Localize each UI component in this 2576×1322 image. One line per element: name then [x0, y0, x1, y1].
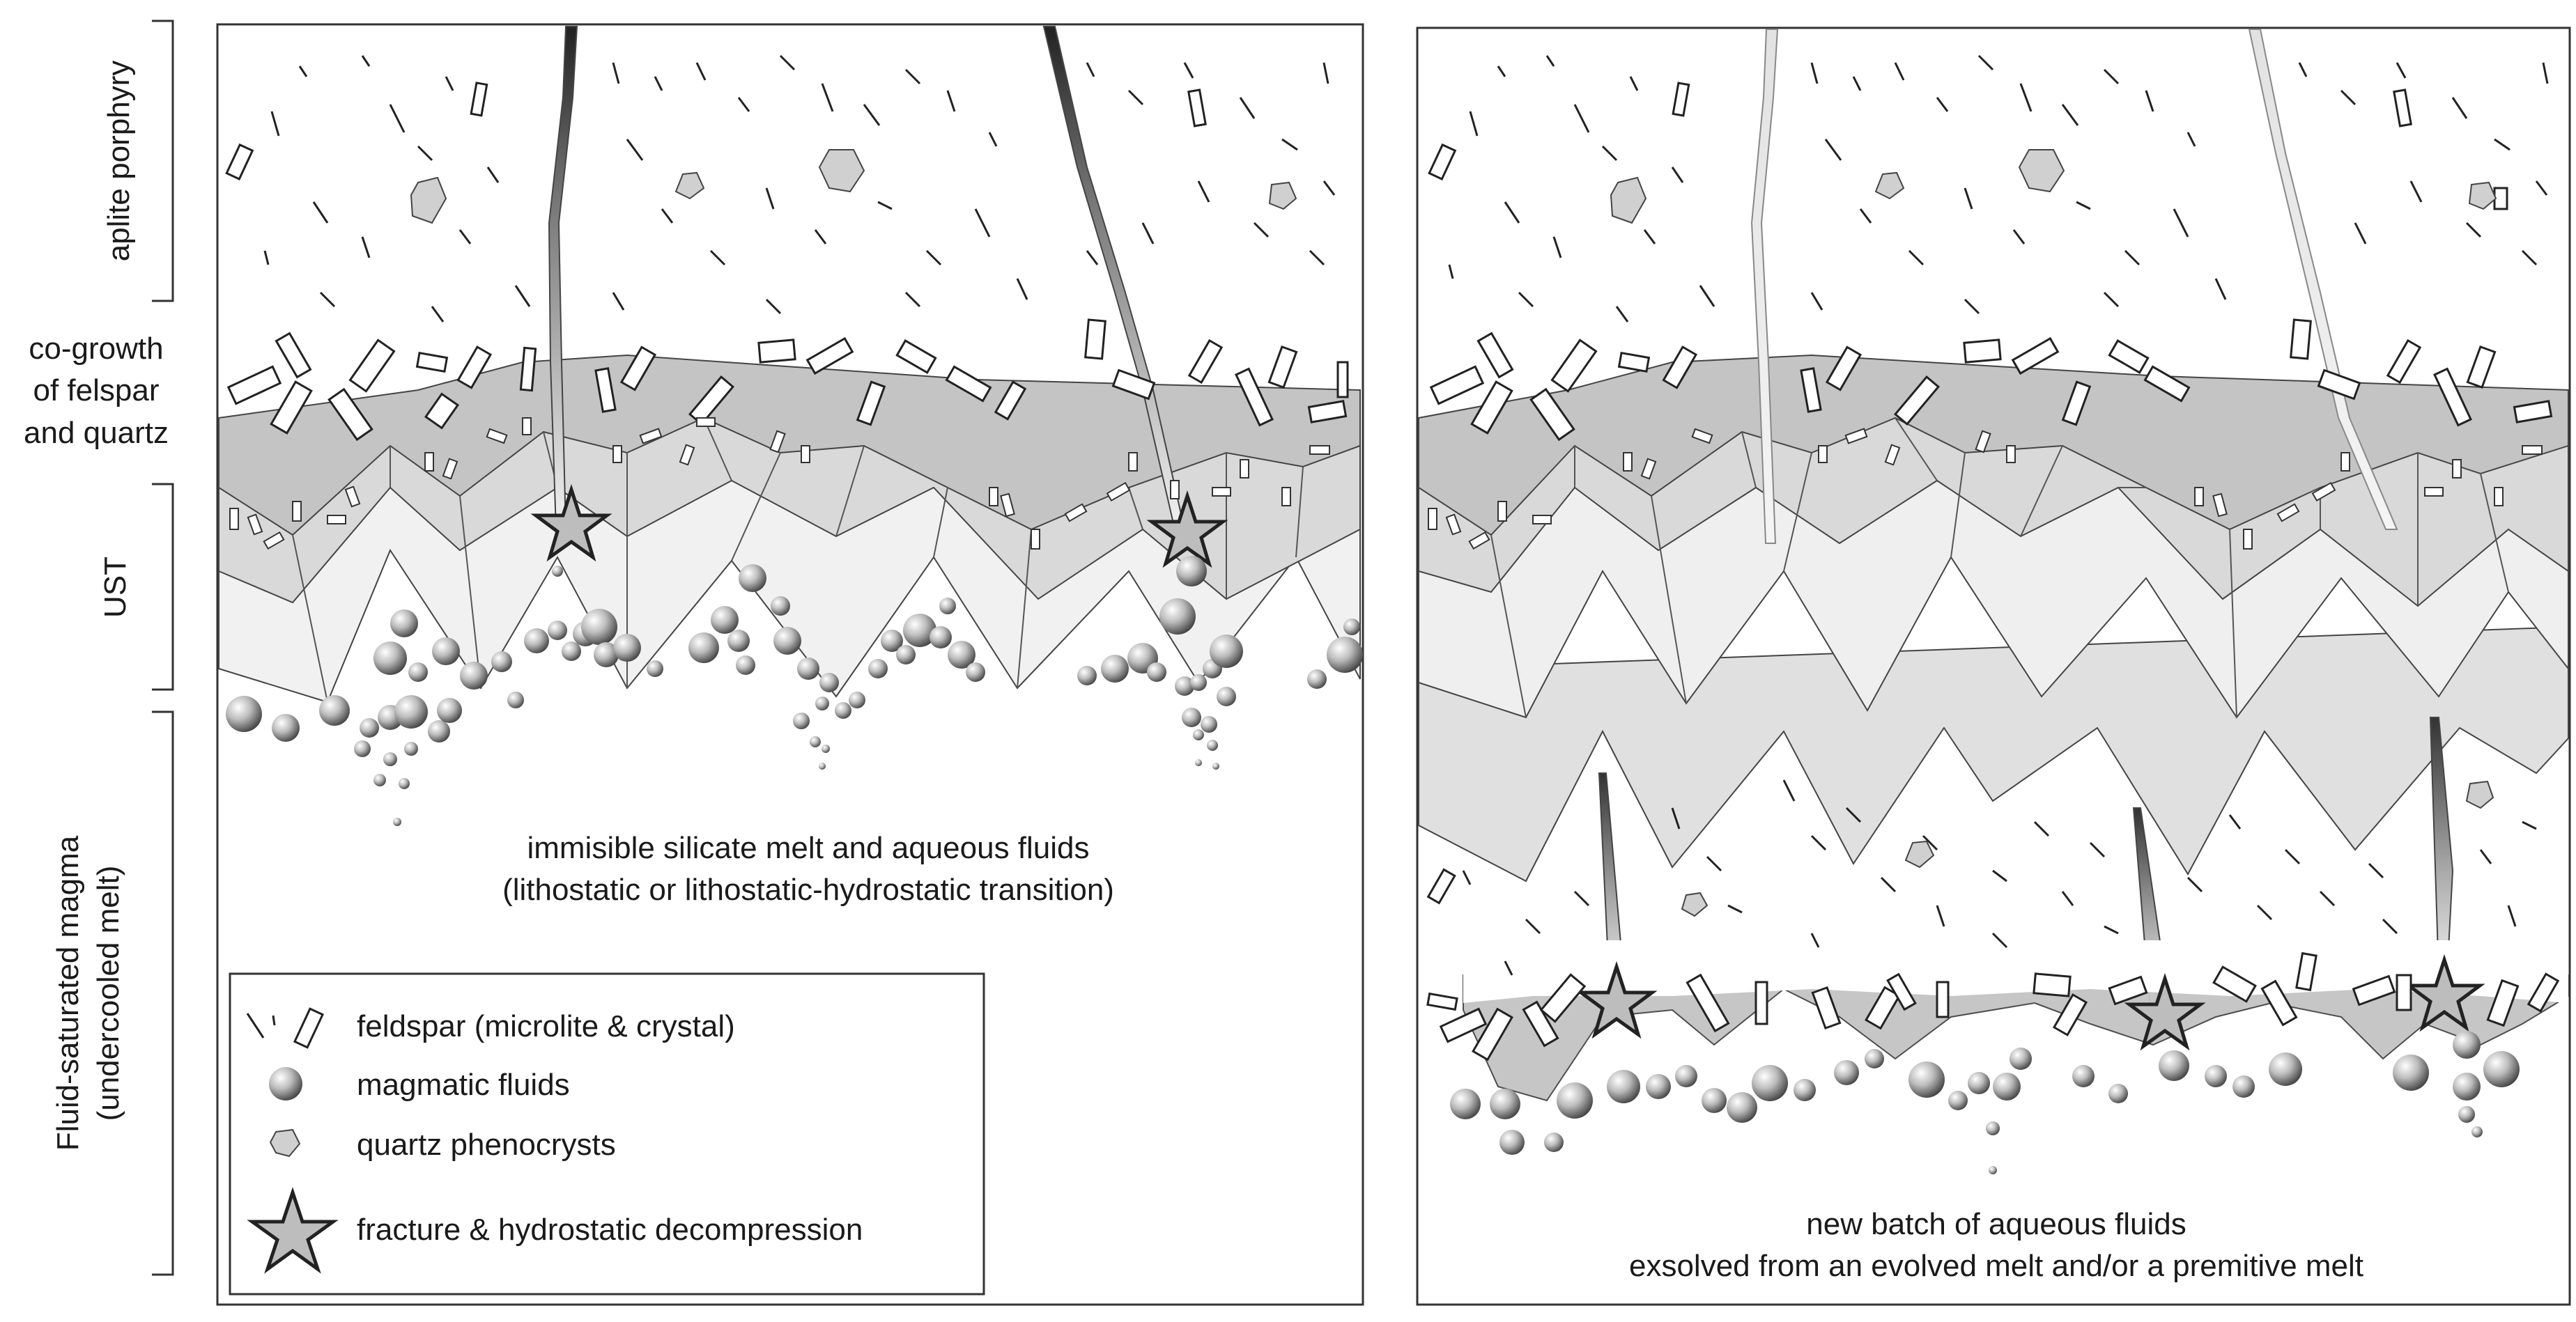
microlites-right-top — [1448, 54, 2549, 322]
co-growth-label-line1: co-growth — [29, 332, 163, 366]
legend: feldspar (microlite & crystal) magmatic … — [229, 972, 985, 1296]
star-icon — [247, 1187, 339, 1274]
fluid-bubbles-left — [226, 556, 1363, 826]
legend-label-quartz: quartz phenocrysts — [357, 1128, 616, 1162]
dark-zone-right — [1418, 354, 2569, 536]
dyke-right-1 — [1750, 29, 1779, 544]
co-growth-label-line3: and quartz — [24, 416, 169, 450]
legend-label-feldspar: feldspar (microlite & crystal) — [357, 1009, 735, 1043]
aplite-bracket — [152, 20, 174, 302]
legend-box — [229, 972, 985, 1296]
quartz-phenocrysts-right — [1610, 149, 2497, 917]
feldspar-crystals-left — [225, 81, 1349, 442]
left-caption-line1: immisible silicate melt and aqueous flui… — [527, 831, 1089, 865]
legend-label-star: fracture & hydrostatic decompression — [357, 1213, 863, 1247]
crystal-faces-left — [292, 417, 1304, 703]
new-rim-right — [1463, 974, 2569, 1102]
ust-label: UST — [98, 557, 132, 618]
quartz-phenocrysts-left — [410, 149, 1297, 224]
left-panel: immisible silicate melt and aqueous flui… — [216, 23, 1364, 1306]
side-labels: aplite porphyry co-growth of felspar and… — [24, 20, 174, 1276]
dyke-right-2 — [2248, 29, 2398, 530]
left-caption-line2: (lithostatic or lithostatic-hydrostatic … — [502, 873, 1114, 907]
small-crystals-left — [229, 417, 1330, 550]
star-right-3 — [2403, 954, 2485, 1032]
star-left-1 — [530, 483, 612, 562]
fluid-saturated-label-line2: (undercooled melt) — [91, 866, 125, 1121]
microlites-left — [263, 54, 1336, 322]
right-panel: new batch of aqueous fluids exsolved fro… — [1416, 26, 2571, 1306]
ust-bracket — [152, 483, 174, 691]
aplite-porphyry-label: aplite porphyry — [102, 61, 136, 262]
new-rim-mask — [1463, 940, 2568, 1003]
fluid-saturated-label-line1: Fluid-saturated magma — [51, 835, 85, 1151]
quartz-icon — [269, 1128, 301, 1158]
right-caption-line1: new batch of aqueous fluids — [1806, 1207, 2186, 1241]
co-growth-label-line2: of felspar — [33, 373, 160, 407]
crystal-faces-right — [1490, 417, 2509, 718]
star-right-2 — [2124, 972, 2206, 1051]
star-right-1 — [1575, 961, 1658, 1039]
right-caption-line2: exsolved from an evolved melt and/or a p… — [1629, 1249, 2363, 1283]
microlites-right-bottom — [1462, 779, 2537, 976]
feldspar-crystals-right — [1426, 81, 2560, 1062]
ust-lower-zone-right — [1418, 625, 2569, 882]
fluid-bubble-icon — [269, 1067, 302, 1101]
fluid-bubbles-right — [1450, 1031, 2520, 1174]
small-crystals-right — [1428, 428, 2543, 550]
feldspar-icon — [246, 1007, 325, 1049]
fluid-saturated-bracket — [152, 710, 174, 1276]
legend-label-fluids: magmatic fluids — [357, 1068, 570, 1102]
star-left-2 — [1146, 490, 1228, 568]
sprout-right-3 — [2429, 717, 2454, 976]
